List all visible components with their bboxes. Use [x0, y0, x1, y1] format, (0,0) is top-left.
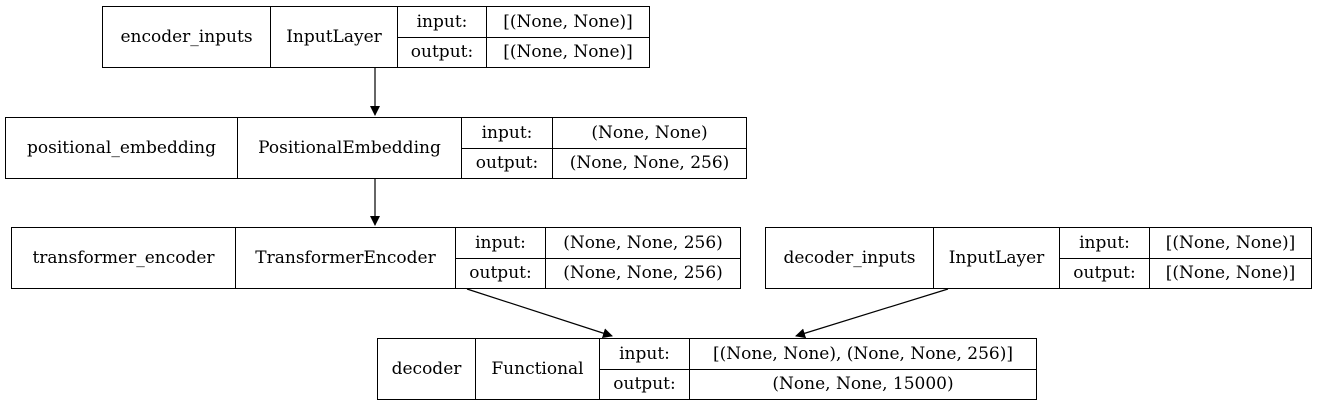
node-encoder-inputs: encoder_inputs InputLayer input: [(None,…	[102, 6, 650, 68]
edge-decoder-inputs-to-decoder	[795, 288, 949, 339]
node-type: InputLayer	[270, 7, 397, 67]
io-output-row: output: (None, None, 256)	[456, 258, 740, 288]
node-name: decoder_inputs	[783, 248, 916, 268]
node-io: input: [(None, None), (None, None, 256)]…	[599, 339, 1036, 399]
io-input-row: input: [(None, None)]	[398, 7, 649, 38]
output-value: (None, None, 15000)	[772, 374, 954, 395]
input-value: [(None, None), (None, None, 256)]	[713, 343, 1013, 364]
output-value: [(None, None)]	[503, 42, 633, 63]
node-type: PositionalEmbedding	[237, 118, 461, 178]
io-output-row: output: [(None, None)]	[398, 37, 649, 67]
input-label: input:	[398, 7, 487, 37]
input-label: input:	[1060, 228, 1150, 258]
input-value: (None, None)	[591, 122, 708, 143]
node-io: input: (None, None) output: (None, None,…	[461, 118, 746, 178]
io-input-row: input: [(None, None), (None, None, 256)]	[600, 339, 1036, 370]
node-decoder-inputs: decoder_inputs InputLayer input: [(None,…	[765, 227, 1312, 289]
edge-transformer-encoder-to-decoder	[466, 288, 613, 338]
node-positional-embedding: positional_embedding PositionalEmbedding…	[5, 117, 747, 179]
node-name: encoder_inputs	[120, 27, 253, 47]
output-label: output:	[398, 37, 487, 67]
node-type: InputLayer	[933, 228, 1059, 288]
node-name: transformer_encoder	[32, 248, 215, 268]
node-type: Functional	[475, 339, 599, 399]
io-output-row: output: (None, None, 256)	[462, 148, 746, 178]
io-output-row: output: (None, None, 15000)	[600, 369, 1036, 399]
node-type: TransformerEncoder	[235, 228, 455, 288]
input-label: input:	[600, 339, 690, 369]
output-label: output:	[1060, 258, 1150, 288]
io-output-row: output: [(None, None)]	[1060, 258, 1311, 288]
output-value: (None, None, 256)	[569, 153, 730, 174]
node-name: decoder	[391, 359, 462, 379]
output-label: output:	[456, 258, 546, 288]
node-io: input: [(None, None)] output: [(None, No…	[1059, 228, 1311, 288]
node-name: positional_embedding	[27, 138, 216, 158]
node-io: input: (None, None, 256) output: (None, …	[455, 228, 740, 288]
output-value: [(None, None)]	[1165, 263, 1296, 284]
output-value: (None, None, 256)	[563, 263, 723, 284]
node-io: input: [(None, None)] output: [(None, No…	[397, 7, 649, 67]
input-label: input:	[462, 118, 553, 148]
input-label: input:	[456, 228, 546, 258]
output-label: output:	[462, 148, 553, 178]
io-input-row: input: (None, None)	[462, 118, 746, 149]
io-input-row: input: [(None, None)]	[1060, 228, 1311, 259]
input-value: [(None, None)]	[1165, 232, 1296, 253]
node-decoder: decoder Functional input: [(None, None),…	[377, 338, 1037, 400]
io-input-row: input: (None, None, 256)	[456, 228, 740, 259]
input-value: [(None, None)]	[503, 11, 633, 32]
output-label: output:	[600, 369, 690, 399]
node-transformer-encoder: transformer_encoder TransformerEncoder i…	[11, 227, 741, 289]
input-value: (None, None, 256)	[563, 232, 723, 253]
